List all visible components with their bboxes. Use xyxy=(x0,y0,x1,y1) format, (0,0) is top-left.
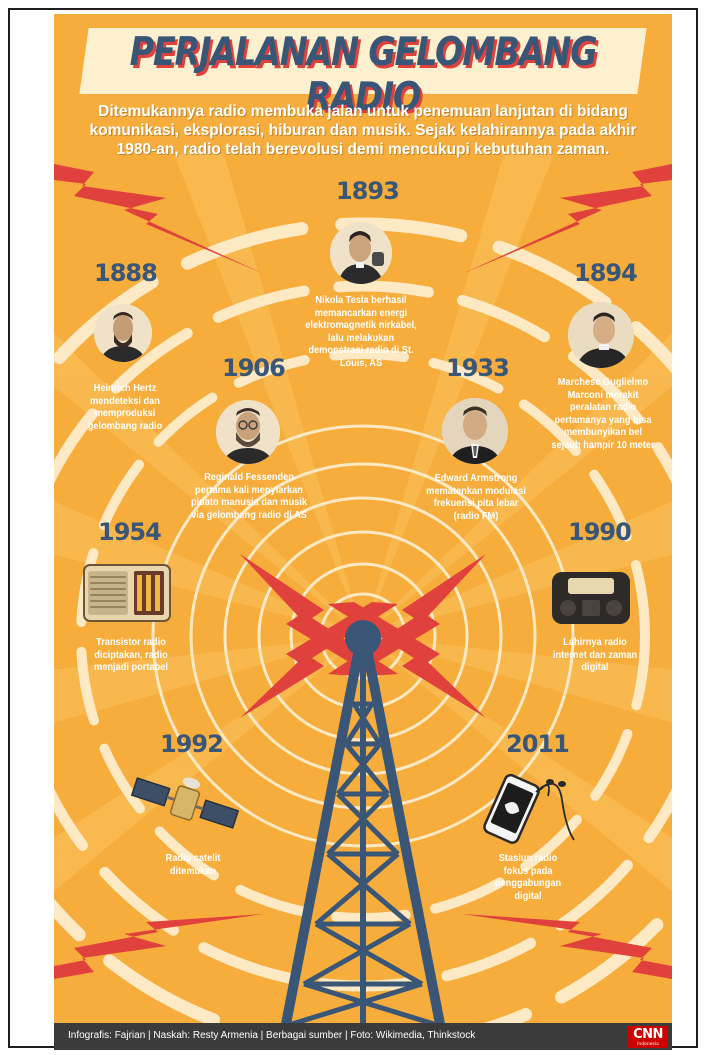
satellite-icon xyxy=(130,777,240,829)
desc-1990: Lahirnya radio internet dan zaman digita… xyxy=(552,636,638,673)
desc-1893: Nikola Tesla berhasil memancarkan energi… xyxy=(305,294,417,369)
year-1893: 1893 xyxy=(336,177,400,205)
intro-paragraph: Ditemukannya radio membuka jalan untuk p… xyxy=(89,103,637,158)
infographic-poster: PERJALANAN GELOMBANG RADIO Ditemukannya … xyxy=(54,14,672,1050)
cnn-logo-text: CNN xyxy=(633,1027,663,1042)
year-1933: 1933 xyxy=(446,354,510,382)
desc-1888: Heinrich Hertz mendeteksi dan memproduks… xyxy=(87,382,163,432)
marconi-portrait xyxy=(568,302,634,368)
tower-top-ball xyxy=(345,620,381,656)
cnn-logo-sub: Indonesia xyxy=(637,1042,659,1047)
tesla-portrait xyxy=(330,222,392,284)
smartphone-earphones-icon xyxy=(483,773,575,844)
desc-1954: Transistor radio diciptakan, radio menja… xyxy=(94,636,168,673)
year-1906: 1906 xyxy=(222,354,286,382)
desc-1894: Marchese Guglielmo Marconi merakit peral… xyxy=(551,376,655,451)
hertz-portrait xyxy=(94,304,152,362)
background-graphics xyxy=(54,154,672,1050)
year-1954: 1954 xyxy=(98,518,162,546)
credits-text: Infografis: Fajrian | Naskah: Resty Arme… xyxy=(68,1030,476,1041)
page-title: PERJALANAN GELOMBANG RADIO xyxy=(129,30,598,120)
desc-1933: Edward Armstrong mematenkan modulasi fre… xyxy=(426,472,526,522)
cnn-logo: CNN Indonesia xyxy=(628,1026,668,1048)
desc-1992: Radio satelit ditemukan xyxy=(165,852,221,877)
sunburst-rays xyxy=(54,154,672,891)
radio-tower xyxy=(281,653,445,1027)
year-1990: 1990 xyxy=(568,518,632,546)
footer-bar: Infografis: Fajrian | Naskah: Resty Arme… xyxy=(54,1023,672,1050)
year-2011: 2011 xyxy=(506,730,570,758)
fessenden-portrait xyxy=(216,400,280,464)
lightning-bolts xyxy=(54,164,672,979)
year-1992: 1992 xyxy=(160,730,224,758)
year-1888: 1888 xyxy=(94,259,158,287)
internet-radio-icon xyxy=(552,572,630,624)
desc-1906: Reginald Fessenden pertama kali menyiark… xyxy=(190,471,308,521)
desc-2011: Stasiun radio fokus pada penggabungan di… xyxy=(494,852,562,902)
armstrong-portrait xyxy=(442,398,508,464)
transistor-radio-icon xyxy=(83,564,171,622)
year-1894: 1894 xyxy=(574,259,638,287)
